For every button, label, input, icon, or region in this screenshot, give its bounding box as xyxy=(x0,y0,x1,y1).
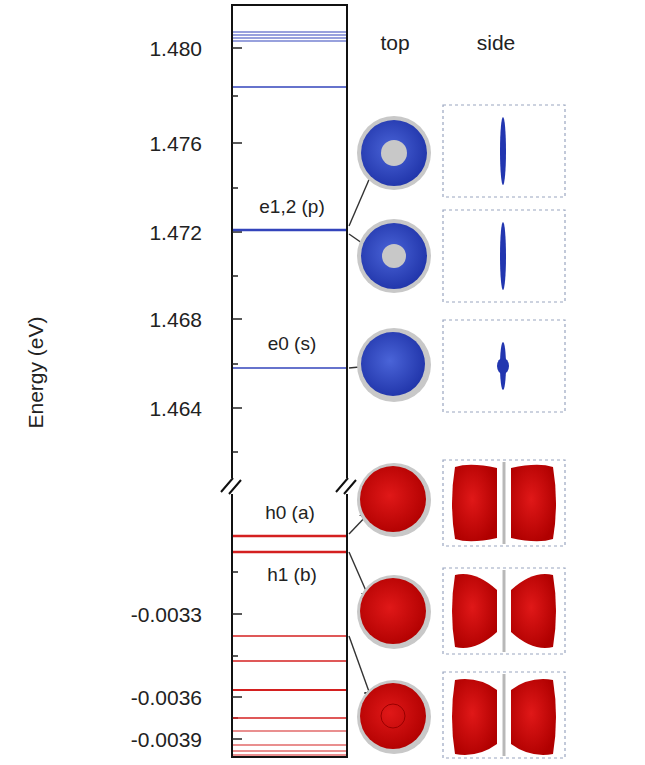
level-label: e1,2 (p) xyxy=(257,197,326,216)
column-heading: side xyxy=(477,32,516,53)
energy-level xyxy=(233,37,346,38)
energy-level xyxy=(233,717,346,718)
energy-level xyxy=(233,635,346,636)
energy-level xyxy=(233,367,346,368)
energy-level xyxy=(233,40,346,41)
level-label: h0 (a) xyxy=(263,503,317,522)
axis-tick xyxy=(232,275,238,277)
axis-tick xyxy=(232,318,242,320)
energy-level xyxy=(233,689,346,691)
axis-tick xyxy=(232,738,242,740)
tick-label: 1.468 xyxy=(149,309,202,330)
energy-level xyxy=(233,535,346,538)
axis-tick xyxy=(232,95,238,97)
energy-level xyxy=(233,31,346,32)
energy-level xyxy=(233,229,346,232)
axis-tick xyxy=(232,47,242,49)
energy-level xyxy=(233,744,346,745)
tick-label: 1.476 xyxy=(149,133,202,154)
tick-label: -0.0039 xyxy=(131,729,202,750)
axis-tick xyxy=(232,696,242,698)
axis-title: Energy (eV) xyxy=(25,316,46,428)
energy-level xyxy=(233,86,346,87)
energy-level xyxy=(233,660,346,661)
axis-tick xyxy=(232,407,242,409)
energy-level xyxy=(233,750,346,751)
tick-label: -0.0036 xyxy=(131,687,202,708)
energy-level xyxy=(233,754,346,755)
axis-tick xyxy=(232,231,242,233)
axis-tick xyxy=(232,655,238,657)
tick-label: 1.480 xyxy=(149,38,202,59)
level-label: e0 (s) xyxy=(266,334,319,353)
tick-label: -0.0033 xyxy=(131,604,202,625)
energy-level xyxy=(233,730,346,731)
axis-tick xyxy=(232,363,238,365)
axis-tick xyxy=(232,142,242,144)
axis-tick xyxy=(232,571,238,573)
energy-level xyxy=(233,34,346,35)
axis-tick xyxy=(232,613,242,615)
tick-label: 1.472 xyxy=(149,222,202,243)
tick-label: 1.464 xyxy=(149,398,202,419)
energy-level xyxy=(233,551,346,554)
level-label: h1 (b) xyxy=(265,565,319,584)
axis-tick xyxy=(232,187,238,189)
axis-tick xyxy=(232,451,238,453)
column-heading: top xyxy=(380,32,409,53)
